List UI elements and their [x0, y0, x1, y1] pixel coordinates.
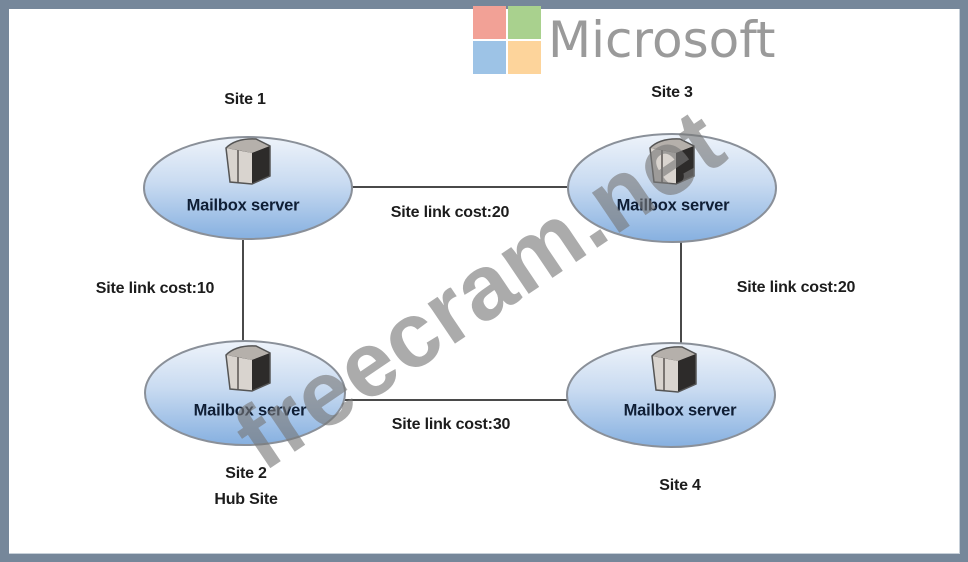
link-cost-site1-site2: Site link cost:10 [95, 280, 215, 297]
microsoft-logo-icon [473, 6, 541, 74]
site1-server-label: Mailbox server [186, 196, 300, 215]
link-cost-site3-site4: Site link cost:20 [736, 279, 856, 296]
logo-square-red [473, 6, 506, 39]
site4-server-label: Mailbox server [623, 401, 737, 420]
server-icon [224, 137, 272, 186]
diagram-frame [9, 9, 960, 554]
server-icon [224, 344, 272, 393]
site3-server-label: Mailbox server [616, 196, 730, 215]
site2-node[interactable] [144, 340, 346, 446]
logo-square-green [508, 6, 541, 39]
site3-ellipse [567, 133, 777, 243]
site1-ellipse [143, 136, 353, 240]
site2-server-label: Mailbox server [193, 401, 307, 420]
site2-ellipse [144, 340, 346, 446]
microsoft-logo: Microsoft [473, 6, 776, 74]
site3-node[interactable] [567, 133, 777, 243]
logo-square-yellow [508, 41, 541, 74]
link-cost-site1-site3: Site link cost:20 [390, 204, 510, 221]
link-cost-site2-site4: Site link cost:30 [391, 416, 511, 433]
site4-name: Site 4 [659, 477, 701, 494]
server-icon [650, 345, 698, 394]
site1-name: Site 1 [224, 91, 266, 108]
logo-square-blue [473, 41, 506, 74]
site3-name: Site 3 [651, 84, 693, 101]
site1-node[interactable] [143, 136, 353, 240]
logo-text: Microsoft [548, 11, 776, 69]
site2-name: Site 2 [225, 465, 267, 482]
server-icon [648, 137, 696, 186]
site4-ellipse [566, 342, 776, 448]
site4-node[interactable] [566, 342, 776, 448]
site2-subtitle: Hub Site [214, 491, 278, 508]
